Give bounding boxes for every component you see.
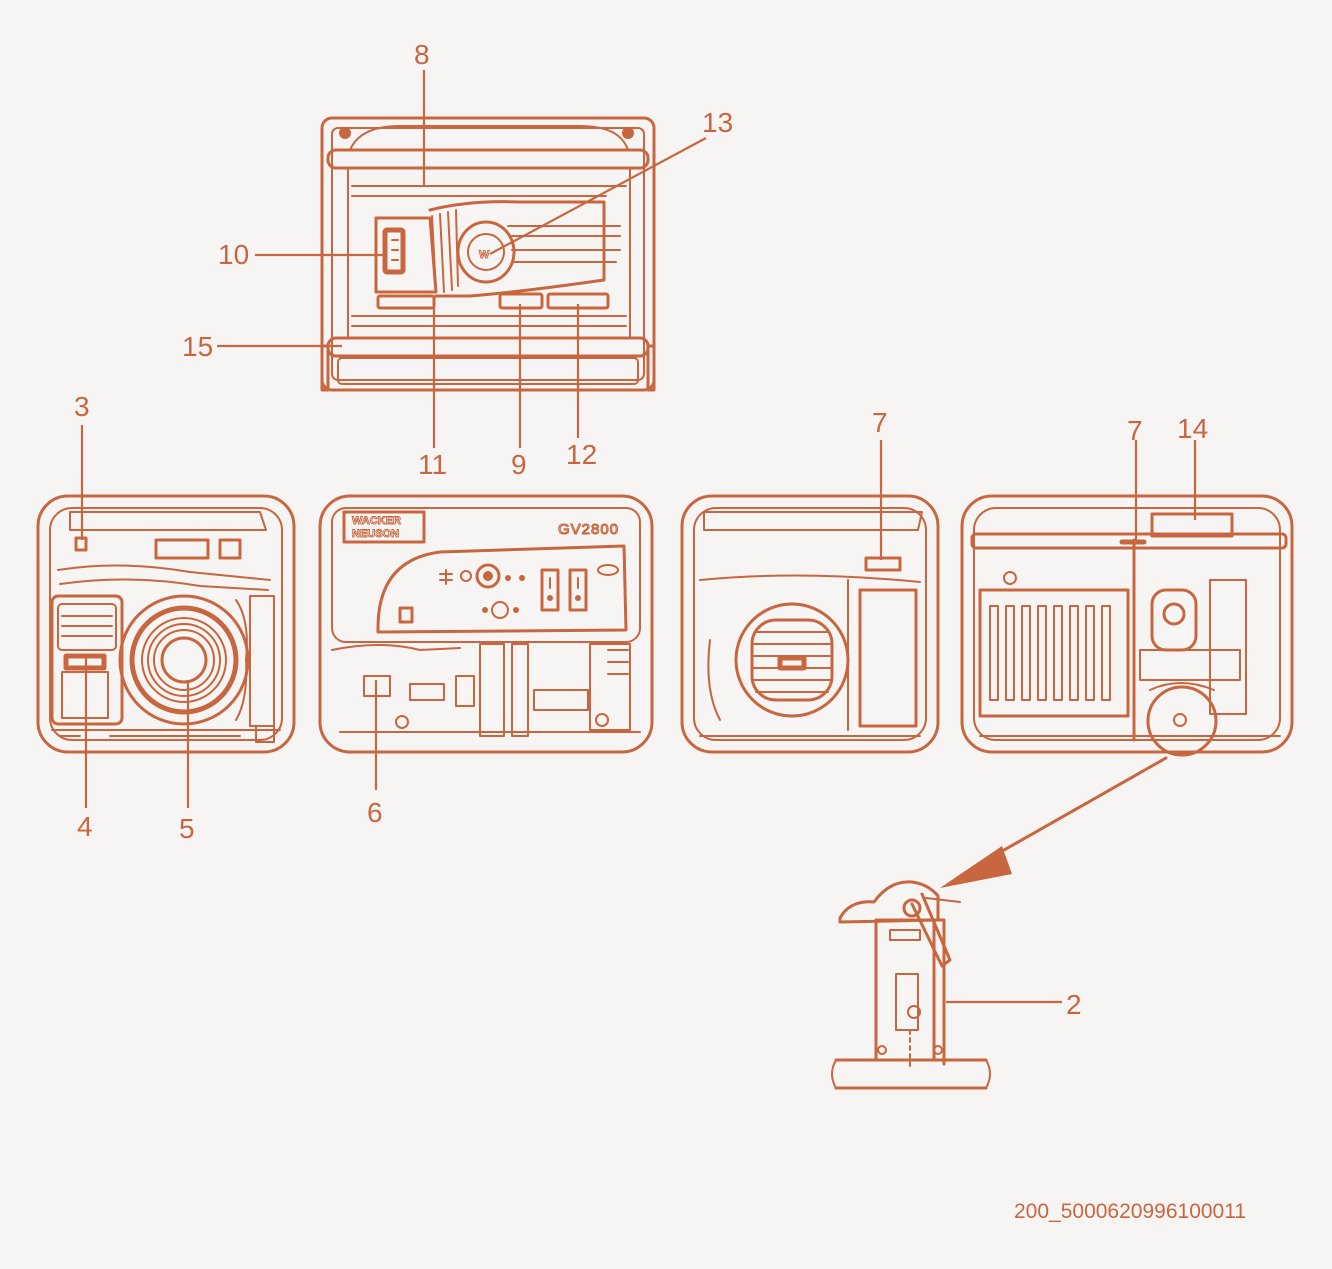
callout-12: 12 [566, 439, 597, 470]
brand-name-line2: NEUSON [352, 528, 399, 540]
callout-4: 4 [77, 811, 93, 842]
side-view-alternator [680, 494, 940, 754]
callout-3: 3 [74, 391, 90, 422]
top-view: W [320, 116, 656, 392]
callout-14: 14 [1177, 413, 1208, 444]
callout-9: 9 [511, 449, 527, 480]
rear-grille-vents [989, 605, 1111, 701]
side-view-recoil [36, 494, 296, 754]
rear-view [960, 494, 1294, 757]
callout-13: 13 [702, 107, 733, 138]
front-view-control-panel: WACKER NEUSON GV2800 [318, 494, 654, 754]
detail-arrow [940, 756, 1168, 888]
callout-7-rear-side: 7 [1127, 415, 1143, 446]
callout-7-alternator-side: 7 [872, 407, 888, 438]
callout-labels: 8 13 10 15 11 9 12 3 4 5 6 7 7 14 2 [74, 39, 1208, 1020]
callout-10: 10 [218, 239, 249, 270]
callout-6: 6 [367, 797, 383, 828]
detail-view-ground-latch [831, 880, 991, 1090]
callout-2: 2 [1066, 989, 1082, 1020]
callout-15: 15 [182, 331, 213, 362]
fuel-cap-logo-letter: W [479, 249, 490, 261]
leader-lines [80, 70, 1197, 1004]
drawing-reference-number: 200_5000620996100011 [1014, 1200, 1246, 1223]
callout-8: 8 [414, 39, 430, 70]
model-name: GV2800 [558, 521, 619, 538]
callout-5: 5 [179, 813, 195, 844]
brand-name-line1: WACKER [352, 515, 401, 527]
callout-11: 11 [418, 449, 447, 480]
